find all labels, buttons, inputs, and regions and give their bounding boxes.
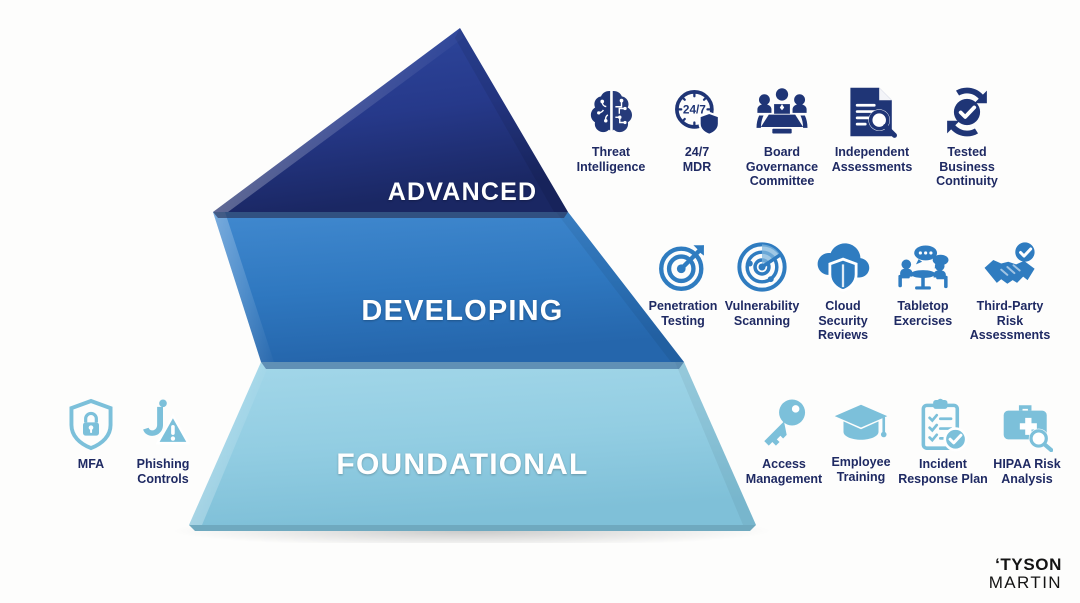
capability-tabletop-exercises[interactable]: Tabletop Exercises — [884, 240, 962, 328]
logo-line-tyson: ‘TYSON — [995, 555, 1062, 574]
brain-circuit-icon — [583, 84, 639, 140]
capability-access-management[interactable]: Access Management — [744, 398, 824, 486]
capability-label: Penetration Testing — [648, 299, 718, 328]
capability-phishing-controls[interactable]: Phishing Controls — [124, 398, 202, 486]
capability-label: Phishing Controls — [136, 457, 190, 486]
brand-logo: ‘TYSON MARTIN — [989, 556, 1062, 591]
capability-label: Threat Intelligence — [576, 145, 646, 174]
handshake-check-icon — [981, 240, 1039, 294]
capability-label: Board Governance Committee — [745, 145, 819, 188]
capability-label: Independent Assessments — [831, 145, 913, 174]
capability-label: HIPAA Risk Analysis — [993, 457, 1061, 486]
cloud-shield-icon — [815, 240, 871, 294]
capability-vulnerability-scanning[interactable]: Vulnerability Scanning — [722, 240, 802, 328]
pyramid-graphic — [172, 28, 772, 543]
capability-tested-business-continuity[interactable]: Tested Business Continuity — [918, 84, 1016, 189]
table-discussion-icon — [894, 240, 952, 294]
clipboard-check-icon — [918, 398, 968, 452]
target-arrow-icon — [656, 240, 710, 294]
capability-label: Third-Party Risk Assessments — [969, 299, 1051, 342]
svg-text:24/7: 24/7 — [683, 102, 706, 116]
graduation-cap-icon — [833, 398, 889, 450]
pyramid-tier-developing[interactable] — [213, 212, 684, 369]
key-icon — [758, 398, 810, 452]
board-meeting-icon — [753, 84, 811, 140]
capability-label: 24/7 MDR — [682, 145, 712, 174]
capability-label: Tabletop Exercises — [893, 299, 953, 328]
logo-line-martin: MARTIN — [988, 573, 1062, 592]
capability-247-mdr[interactable]: 24/7 24/7 MDR — [656, 84, 738, 174]
capability-label: Cloud Security Reviews — [817, 299, 869, 342]
capability-label: Vulnerability Scanning — [724, 299, 800, 328]
developing-capabilities-row: Penetration Testing Vulnerability Scanni… — [644, 240, 1058, 343]
medical-briefcase-magnifier-icon — [1001, 398, 1053, 452]
capability-label: Access Management — [745, 457, 823, 486]
pyramid-tier-advanced[interactable] — [213, 28, 568, 218]
capability-penetration-testing[interactable]: Penetration Testing — [644, 240, 722, 328]
pyramid-tier-foundational[interactable] — [189, 362, 756, 531]
capability-third-party-risk[interactable]: Third-Party Risk Assessments — [962, 240, 1058, 343]
capability-label: MFA — [77, 457, 105, 471]
refresh-check-icon — [939, 84, 995, 140]
advanced-capabilities-row: Threat Intelligence 2 — [566, 84, 1016, 189]
capability-hipaa-risk-analysis[interactable]: HIPAA Risk Analysis — [988, 398, 1066, 486]
capability-label: Employee Training — [831, 455, 891, 484]
capability-threat-intelligence[interactable]: Threat Intelligence — [566, 84, 656, 174]
foundational-capabilities-row-left: MFA Phishing Controls — [58, 398, 202, 486]
capability-cloud-security-reviews[interactable]: Cloud Security Reviews — [802, 240, 884, 343]
document-magnifier-icon — [845, 84, 899, 140]
capability-label: Incident Response Plan — [898, 457, 988, 486]
phishing-hook-warning-icon — [135, 398, 191, 452]
capability-employee-training[interactable]: Employee Training — [824, 398, 898, 484]
capability-mfa[interactable]: MFA — [58, 398, 124, 472]
capability-label: Tested Business Continuity — [936, 145, 998, 188]
foundational-capabilities-row-right: Access Management Employee Training — [744, 398, 1066, 486]
clock-247-shield-icon: 24/7 — [669, 84, 725, 140]
shield-lock-icon — [67, 398, 115, 452]
capability-independent-assessments[interactable]: Independent Assessments — [826, 84, 918, 174]
capability-incident-response-plan[interactable]: Incident Response Plan — [898, 398, 988, 486]
radar-scan-icon — [735, 240, 789, 294]
capability-board-governance[interactable]: Board Governance Committee — [738, 84, 826, 189]
